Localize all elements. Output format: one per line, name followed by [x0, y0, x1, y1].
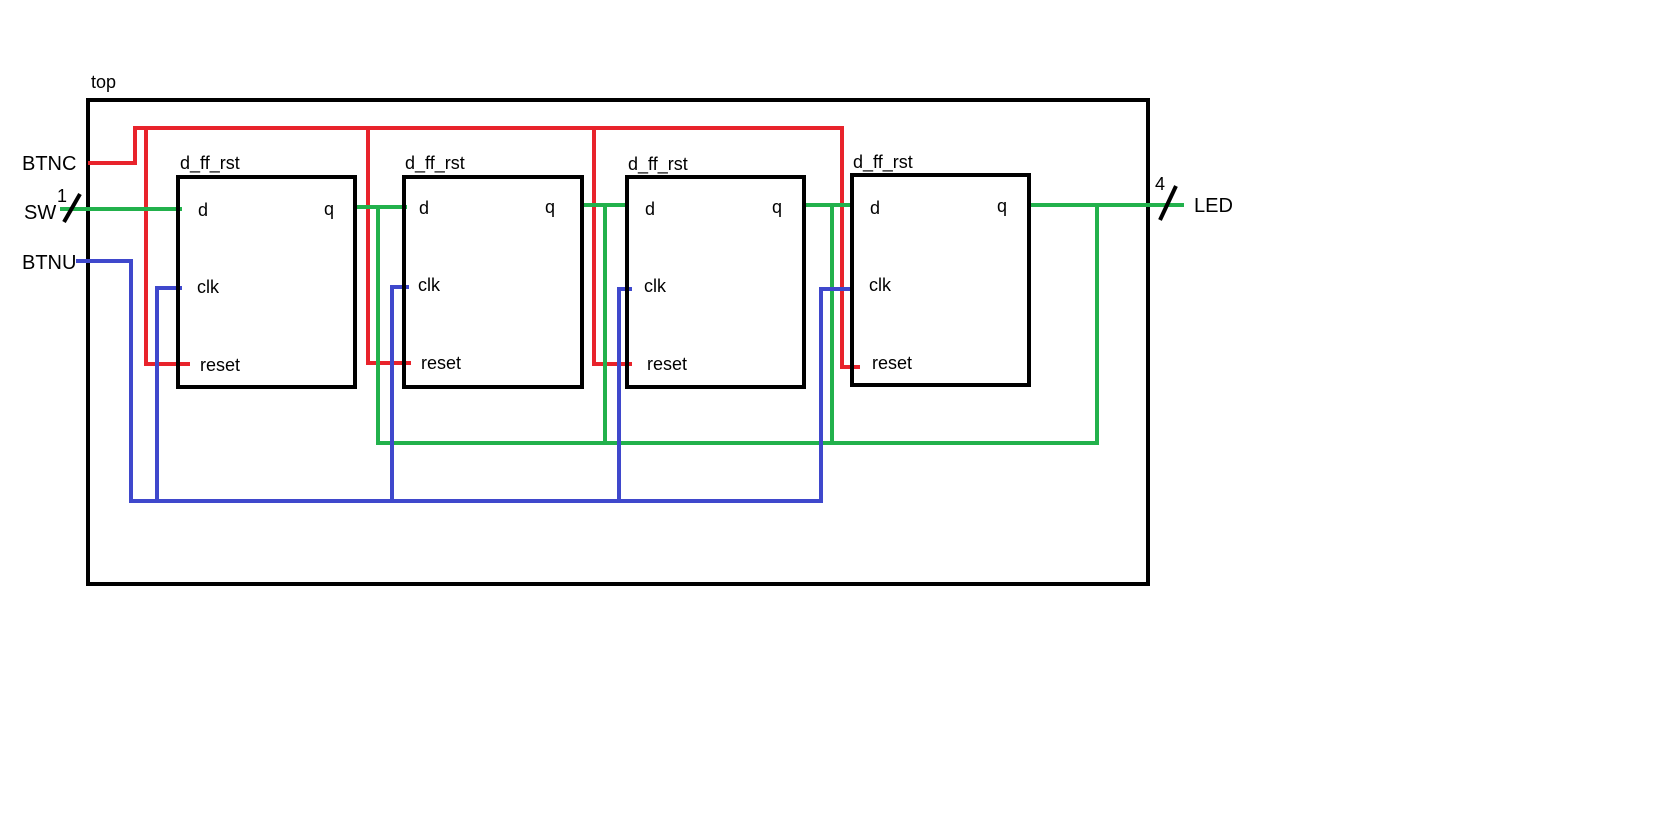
port-q-label: q: [997, 196, 1007, 216]
port-reset-label: reset: [872, 353, 912, 373]
dff-block-1: d_ff_rst d q clk reset: [176, 153, 357, 389]
reset-net: [88, 126, 860, 369]
btnc-input-label: BTNC: [22, 153, 76, 175]
dff-title: d_ff_rst: [628, 154, 688, 175]
led-output-label: LED: [1194, 195, 1233, 217]
port-d-label: d: [419, 198, 429, 218]
dff-block-2: d_ff_rst d q clk reset: [402, 153, 584, 389]
port-q-label: q: [545, 197, 555, 217]
led-bus-slash: [1158, 185, 1178, 221]
clock-net: [76, 259, 854, 503]
dff-title: d_ff_rst: [405, 153, 465, 174]
btnu-input-label: BTNU: [22, 252, 76, 274]
dff-box: [625, 175, 806, 389]
top-module-label: top: [91, 72, 116, 92]
led-width-label: 4: [1155, 174, 1165, 194]
sw-width-label: 1: [57, 186, 67, 206]
port-q-label: q: [324, 199, 334, 219]
port-reset-label: reset: [421, 353, 461, 373]
dff-block-4: d_ff_rst d q clk reset: [850, 152, 1031, 387]
dff-title: d_ff_rst: [853, 152, 913, 173]
port-d-label: d: [198, 200, 208, 220]
port-clk-label: clk: [644, 276, 667, 296]
port-reset-label: reset: [647, 354, 687, 374]
port-clk-label: clk: [197, 277, 220, 297]
dff-box: [402, 175, 584, 389]
top-module-box: [86, 98, 1150, 586]
port-clk-label: clk: [418, 275, 441, 295]
port-q-label: q: [772, 197, 782, 217]
data-net: [60, 203, 1184, 445]
dff-title: d_ff_rst: [180, 153, 240, 174]
port-clk-label: clk: [869, 275, 892, 295]
port-d-label: d: [645, 199, 655, 219]
port-d-label: d: [870, 198, 880, 218]
dff-box: [176, 175, 357, 389]
sw-input-label: SW: [24, 202, 56, 224]
port-reset-label: reset: [200, 355, 240, 375]
dff-block-3: d_ff_rst d q clk reset: [625, 154, 806, 389]
sw-bus-slash: [62, 193, 82, 223]
dff-box: [850, 173, 1031, 387]
